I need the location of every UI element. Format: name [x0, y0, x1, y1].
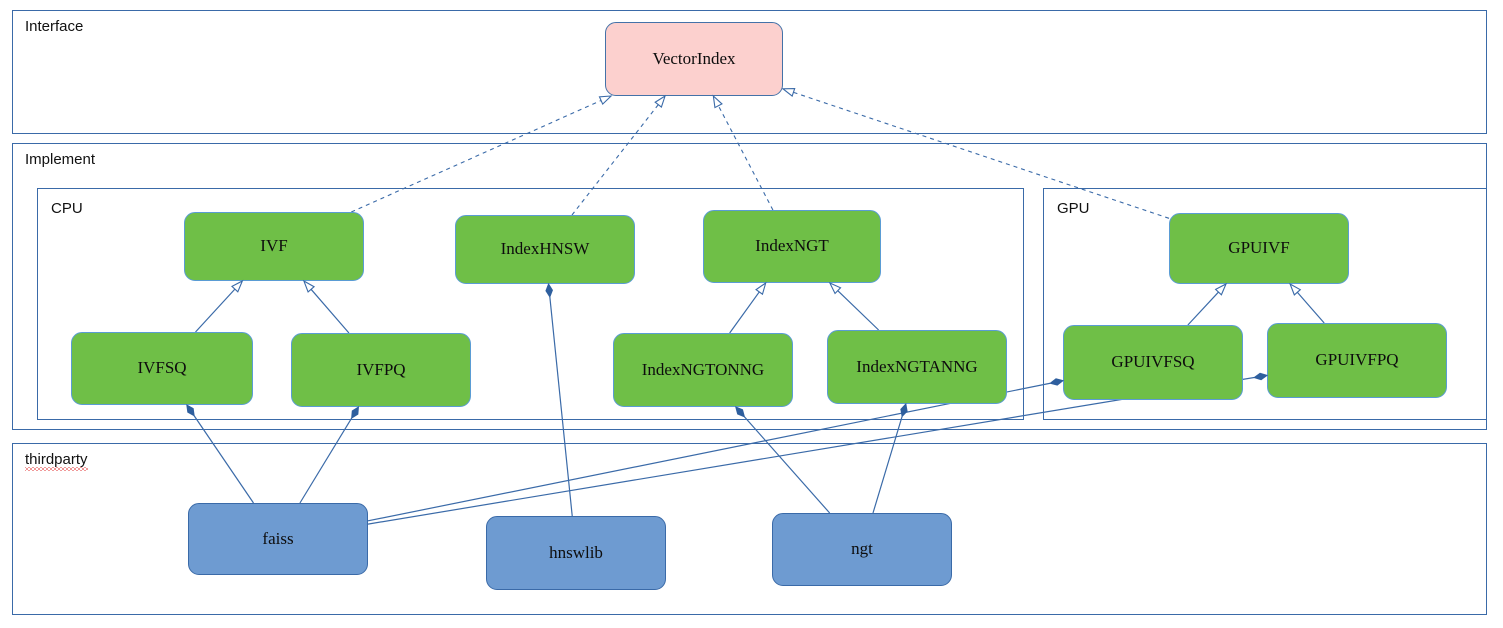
node-indexngtanng[interactable]: IndexNGTANNG	[827, 330, 1007, 404]
node-hnswlib[interactable]: hnswlib	[486, 516, 666, 590]
node-indexhnsw[interactable]: IndexHNSW	[455, 215, 635, 284]
node-indexngt[interactable]: IndexNGT	[703, 210, 881, 283]
node-label: IndexNGTANNG	[856, 356, 978, 376]
node-label: IVFSQ	[137, 358, 187, 378]
node-label: GPUIVF	[1228, 238, 1290, 258]
group-label-cpu: CPU	[51, 200, 83, 217]
group-label-thirdparty: thirdparty	[25, 451, 88, 471]
node-ngt[interactable]: ngt	[772, 513, 952, 586]
node-label: hnswlib	[549, 542, 603, 562]
node-gpuivfsq[interactable]: GPUIVFSQ	[1063, 325, 1243, 400]
node-label: IndexHNSW	[500, 239, 590, 259]
group-label-implement: Implement	[25, 151, 96, 168]
node-label: faiss	[262, 528, 294, 548]
node-indexngtonng[interactable]: IndexNGTONNG	[613, 333, 793, 407]
node-gpuivf[interactable]: GPUIVF	[1169, 213, 1349, 284]
node-label: IndexNGTONNG	[641, 359, 765, 379]
node-label: GPUIVFPQ	[1315, 350, 1399, 370]
node-ivfpq[interactable]: IVFPQ	[291, 333, 471, 407]
group-label-interface: Interface	[25, 18, 84, 35]
node-label: VectorIndex	[652, 48, 736, 68]
node-ivf[interactable]: IVF	[184, 212, 364, 281]
node-ivfsq[interactable]: IVFSQ	[71, 332, 253, 405]
group-label-gpu: GPU	[1057, 200, 1090, 217]
node-gpuivfpq[interactable]: GPUIVFPQ	[1267, 323, 1447, 398]
node-label: GPUIVFSQ	[1111, 352, 1195, 372]
node-label: IndexNGT	[755, 236, 829, 256]
node-vectorindex[interactable]: VectorIndex	[605, 22, 783, 96]
node-label: ngt	[851, 539, 873, 559]
node-label: IVFPQ	[356, 359, 406, 379]
node-faiss[interactable]: faiss	[188, 503, 368, 575]
misspelled-word: thirdparty	[25, 451, 88, 471]
node-label: IVF	[260, 236, 288, 256]
